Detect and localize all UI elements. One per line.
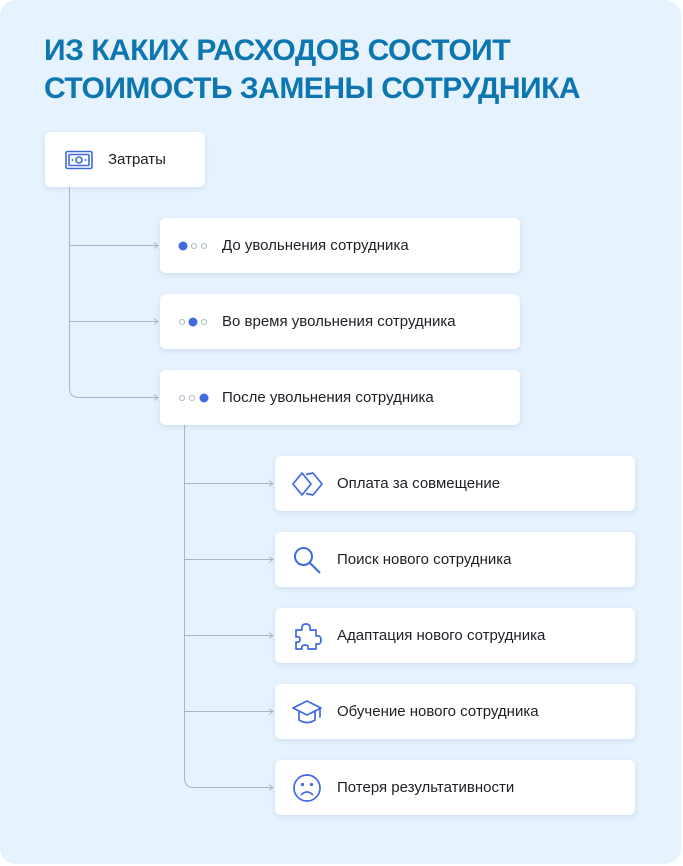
arrowhead-item-3 (268, 632, 274, 639)
sad-face-icon (293, 773, 321, 802)
puzzle-icon (295, 622, 322, 650)
cost-item-label-1: Оплата за совмещение (337, 475, 501, 492)
search-icon (294, 546, 321, 573)
arrowhead-stage-2 (153, 318, 159, 325)
root-trunk-line (69, 187, 158, 398)
stage-node-before-dismissal: До увольнения сотрудника (160, 218, 520, 273)
cost-item-label-3: Адаптация нового сотрудника (337, 627, 546, 644)
after-trunk-line (184, 425, 273, 788)
stage-node-after-dismissal: После увольнения сотрудника (160, 370, 520, 425)
cost-item-combination-pay: Оплата за совмещение (275, 456, 635, 511)
stage-label-2: Во время увольнения сотрудника (222, 313, 456, 330)
progress-dots-icon (178, 241, 207, 250)
progress-dots-icon (179, 317, 207, 326)
progress-dots-icon (179, 393, 209, 402)
stage-label-3: После увольнения сотрудника (222, 389, 434, 406)
page-title: ИЗ КАКИХ РАСХОДОВ СОСТОИТ СТОИМОСТЬ ЗАМЕ… (44, 32, 581, 108)
combine-diamonds-icon (292, 471, 323, 496)
arrowhead-item-1 (268, 480, 274, 487)
root-node-costs: Затраты (45, 132, 205, 187)
cost-item-label-5: Потеря результативности (337, 779, 515, 796)
arrowhead-stage-1 (153, 242, 159, 249)
cost-item-label-4: Обучение нового сотрудника (337, 703, 539, 720)
cost-item-label-2: Поиск нового сотрудника (337, 551, 512, 568)
arrowhead-item-5 (268, 784, 274, 791)
graduation-cap-icon (292, 699, 322, 723)
cost-item-performance-loss: Потеря результативности (275, 760, 635, 815)
money-icon (65, 150, 93, 169)
stage-node-during-dismissal: Во время увольнения сотрудника (160, 294, 520, 349)
title-line-2: СТОИМОСТЬ ЗАМЕНЫ СОТРУДНИКА (44, 72, 581, 105)
arrowhead-item-2 (268, 556, 274, 563)
arrowhead-stage-3 (153, 394, 159, 401)
cost-item-search-employee: Поиск нового сотрудника (275, 532, 635, 587)
title-line-1: ИЗ КАКИХ РАСХОДОВ СОСТОИТ (44, 34, 511, 67)
arrowhead-item-4 (268, 708, 274, 715)
stage-label-1: До увольнения сотрудника (222, 237, 409, 254)
root-node-label: Затраты (108, 151, 166, 168)
cost-item-adaptation: Адаптация нового сотрудника (275, 608, 635, 663)
cost-item-training: Обучение нового сотрудника (275, 684, 635, 739)
